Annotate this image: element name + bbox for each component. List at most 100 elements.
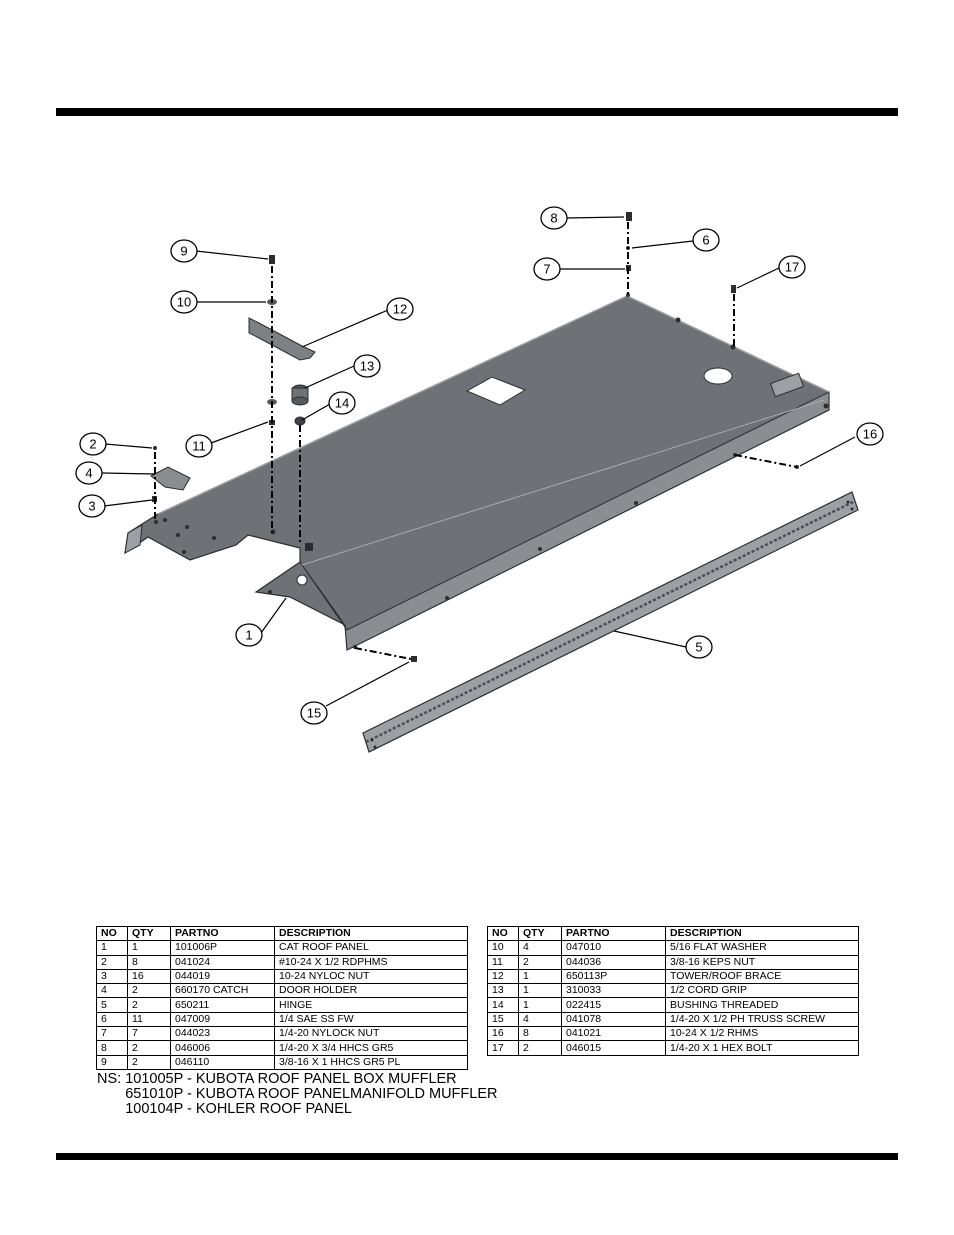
door-holder [150,466,191,491]
cell-qty: 1 [127,940,171,956]
cell-description: DOOR HOLDER [274,983,468,999]
cell-no: 15 [487,1011,519,1028]
cell-description: #10-24 X 1/2 RDPHMS [274,954,468,970]
cell-no: 5 [96,997,128,1013]
callout-bubble [685,635,713,659]
cell-partno: 047010 [561,940,666,956]
callout-label: 6 [702,233,709,248]
header-partno: PARTNO [561,925,666,942]
header-no: NO [487,925,519,942]
cell-description: 1/2 CORD GRIP [665,983,859,999]
callout-label: 4 [85,466,92,481]
callout-bubble [353,354,381,378]
header-qty: QTY [127,925,171,942]
callout-label: 1 [245,628,252,643]
callout-label: 10 [177,295,191,310]
cell-description: 3/8-16 X 1 HHCS GR5 PL [274,1054,468,1070]
callout-bubble [533,257,561,281]
cell-partno: 046006 [170,1040,275,1056]
callout-bubble [185,434,213,458]
cell-qty: 2 [127,997,171,1013]
cell-partno: 660170 CATCH [170,983,275,999]
cell-no: 12 [487,968,519,985]
cell-partno: 022415 [561,997,666,1013]
callout-bubble [856,422,884,446]
roof-hole [703,367,733,385]
cell-no: 9 [96,1054,128,1070]
callout-bubble [75,461,103,485]
cell-no: 8 [96,1040,128,1056]
callout-label: 9 [180,244,187,259]
cell-description: 1/4 SAE SS FW [274,1011,468,1028]
cell-qty: 7 [127,1026,171,1042]
cell-description: 3/8-16 KEPS NUT [665,954,859,970]
callout-bubble [386,297,414,321]
callout-bubble [778,255,806,279]
callout-bubble [540,206,568,230]
cell-no: 17 [487,1040,519,1056]
roof-cutout [465,376,527,406]
cell-no: 14 [487,997,519,1013]
cell-description: 1/4-20 X 3/4 HHCS GR5 [274,1040,468,1056]
callout-label: 8 [550,211,557,226]
note-line: NS: 101005P - KUBOTA ROOF PANEL BOX MUFF… [97,1071,457,1087]
cell-qty: 2 [127,1054,171,1070]
callout-label: 7 [543,262,550,277]
callout-label: 3 [88,499,95,514]
note-line: 100104P - KOHLER ROOF PANEL [97,1101,352,1117]
cell-qty: 1 [518,968,562,985]
cell-partno: 047009 [170,1011,275,1028]
cell-no: 10 [487,940,519,956]
cell-no: 6 [96,1011,128,1028]
cell-description: 1/4-20 X 1/2 PH TRUSS SCREW [665,1011,859,1028]
cell-partno: 041021 [561,1026,666,1042]
cell-description: BUSHING THREADED [665,997,859,1013]
cell-description: 1/4-20 X 1 HEX BOLT [665,1040,859,1056]
callout-bubble [300,701,328,725]
callout-label: 11 [192,439,206,454]
callout-label: 12 [393,302,407,317]
cell-partno: 044019 [170,968,275,985]
cell-description: 10-24 X 1/2 RHMS [665,1026,859,1042]
cell-qty: 2 [518,1040,562,1056]
roof-catch [769,372,805,398]
header-description: DESCRIPTION [665,925,859,942]
header-partno: PARTNO [170,925,275,942]
cell-partno: 650211 [170,997,275,1013]
table-header-row: NO QTY PARTNO DESCRIPTION [96,925,468,942]
cell-qty: 4 [518,1011,562,1028]
callout-bubble [170,239,198,263]
cell-qty: 1 [518,997,562,1013]
cord-grip [291,384,309,406]
tower-brace [248,317,316,361]
callout-label: 14 [335,396,349,411]
callout-label: 13 [360,359,374,374]
cell-partno: 044023 [170,1026,275,1042]
callout-bubble [328,391,356,415]
roof-panel-flange [299,391,830,651]
cell-partno: 044036 [561,954,666,970]
cell-qty: 11 [127,1011,171,1028]
cell-description: CAT ROOF PANEL [274,940,468,956]
cell-no: 13 [487,983,519,999]
cell-partno: 046110 [170,1054,275,1070]
cell-partno: 101006P [170,940,275,956]
cell-partno: 046015 [561,1040,666,1056]
cell-description: 1/4-20 NYLOCK NUT [274,1026,468,1042]
cell-description: 10-24 NYLOC NUT [274,968,468,985]
roof-panel [124,295,830,651]
cell-no: 2 [96,954,128,970]
